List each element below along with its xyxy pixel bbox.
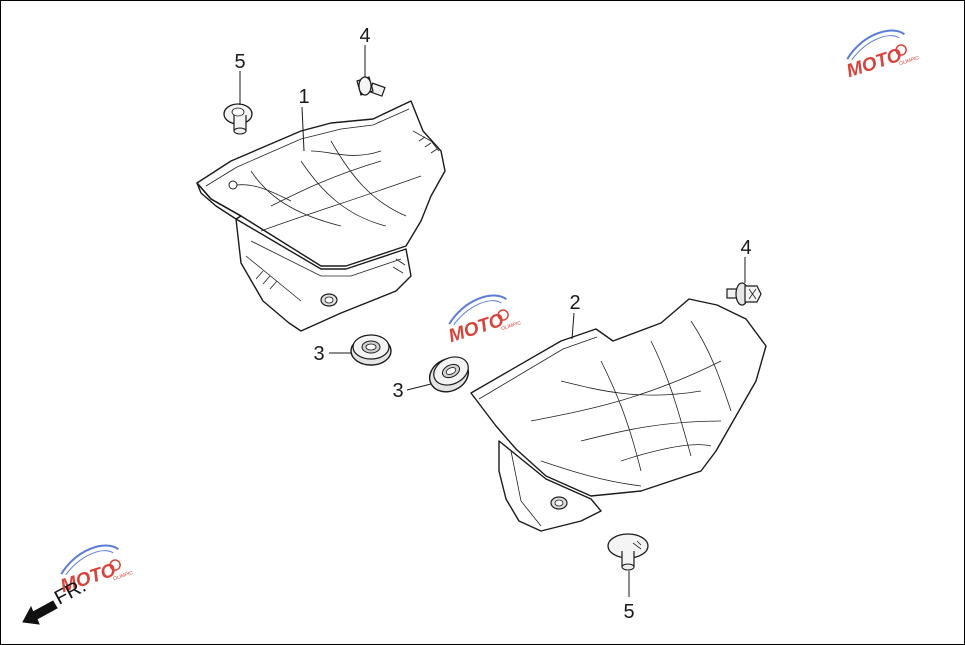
part-5-clip-lower bbox=[607, 533, 649, 571]
callout-5-lower: 5 bbox=[623, 601, 634, 623]
callout-3-left: 3 bbox=[313, 343, 324, 365]
watermark-top-right: MOTO OLIMPIC bbox=[844, 29, 920, 82]
callout-5-upper: 5 bbox=[234, 51, 245, 73]
front-direction-indicator: FR. bbox=[22, 575, 90, 625]
part-3-grommet-right bbox=[428, 356, 470, 393]
part-4-bolt-right bbox=[726, 282, 762, 306]
callout-leaders bbox=[239, 45, 746, 597]
callout-3-right: 3 bbox=[392, 380, 403, 402]
part-2-right-side-cover bbox=[470, 298, 767, 532]
part-4-bolt-upper bbox=[356, 76, 386, 97]
watermark-center: MOTO OLIMPIC bbox=[446, 294, 522, 347]
part-1-left-side-cover bbox=[196, 100, 446, 332]
front-arrow-icon bbox=[22, 600, 58, 625]
callout-4-right: 4 bbox=[740, 237, 751, 259]
callout-2: 2 bbox=[569, 292, 580, 314]
part-3-grommet-left bbox=[350, 334, 392, 366]
callout-1: 1 bbox=[298, 86, 309, 108]
callout-4-upper: 4 bbox=[359, 25, 370, 47]
part-5-clip-upper bbox=[223, 103, 253, 135]
